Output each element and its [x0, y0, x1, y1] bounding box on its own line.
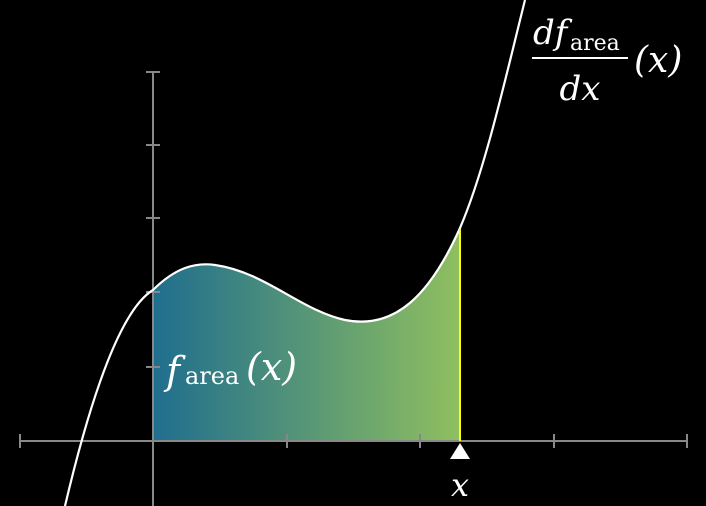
deriv-numerator-subscript: area — [570, 31, 620, 56]
triangle-up-icon[interactable] — [450, 443, 470, 459]
deriv-argument: (x) — [634, 40, 682, 81]
deriv-numerator: df — [533, 13, 573, 53]
derivative-label: df area dx (x) — [532, 13, 682, 109]
shaded-area — [153, 228, 460, 441]
x-marker-label: x — [451, 466, 469, 504]
x-axis — [19, 434, 688, 448]
area-argument: (x) — [246, 345, 297, 389]
derivative-curve — [63, 0, 527, 506]
area-subscript: area — [185, 362, 239, 390]
deriv-denominator: dx — [560, 69, 601, 109]
